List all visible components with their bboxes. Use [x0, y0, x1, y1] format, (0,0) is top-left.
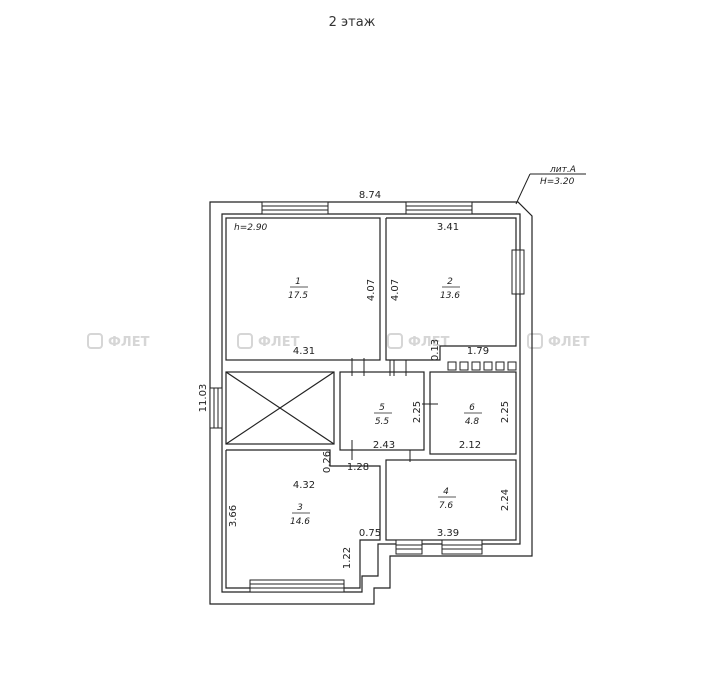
interior-walls: [225, 217, 517, 589]
window-room-2-top: [405, 201, 473, 215]
dimension-labels: 8.74 11.03 3.41 4.07 4.07 4.31 0.13 1.79…: [198, 190, 511, 569]
door-room-1: [351, 358, 365, 376]
outer-walls: [209, 201, 533, 605]
building-height: H=3.20: [540, 177, 575, 187]
dim-r2-step: 0.13: [430, 339, 441, 361]
door-room-2: [389, 360, 407, 376]
window-room-1: [261, 201, 329, 215]
dim-overall-height: 11.03: [198, 384, 209, 413]
building-label: лит.А H=3.20: [515, 165, 586, 205]
floor-title: 2 этаж: [329, 15, 376, 30]
dim-r3-step-h: 0.26: [322, 451, 333, 473]
dim-r3-step-w: 1.28: [347, 462, 369, 473]
dim-overall-width: 8.74: [359, 190, 381, 201]
svg-text:ФЛЕТ: ФЛЕТ: [408, 335, 450, 350]
window-room-2-side: [511, 249, 525, 295]
room-area: 17.5: [288, 291, 308, 301]
room-number: 3: [297, 503, 303, 513]
dim-r5-height: 2.25: [412, 401, 423, 423]
room-number: 6: [469, 403, 475, 413]
dim-r3-notch-h: 1.22: [342, 547, 353, 569]
dim-r3-width: 4.32: [293, 480, 315, 491]
dim-r2-bottom: 1.79: [467, 346, 489, 357]
dim-r2-width: 3.41: [437, 222, 459, 233]
dim-r3-notch-w: 0.75: [359, 528, 381, 539]
building-lit: лит.А: [549, 165, 576, 175]
svg-text:ФЛЕТ: ФЛЕТ: [258, 335, 300, 350]
vent-blocks: [447, 361, 517, 371]
room-number: 1: [295, 277, 301, 287]
window-stair: [209, 387, 223, 429]
window-room-4-right: [441, 539, 483, 555]
room-area: 4.8: [465, 417, 480, 427]
dim-r4-height: 2.24: [500, 489, 511, 511]
room-area: 5.5: [375, 417, 390, 427]
svg-text:ФЛЕТ: ФЛЕТ: [548, 335, 590, 350]
dim-r1-width: 4.31: [293, 346, 315, 357]
dim-r1-height: 4.07: [366, 279, 377, 301]
windows: [209, 201, 525, 593]
dim-r5-width: 2.43: [373, 440, 395, 451]
dim-r6-width: 2.12: [459, 440, 481, 451]
dim-r6-height: 2.25: [500, 401, 511, 423]
svg-text:ФЛЕТ: ФЛЕТ: [108, 335, 150, 350]
room-area: 14.6: [290, 517, 310, 527]
room-number: 2: [447, 277, 453, 287]
room-number: 4: [443, 487, 449, 497]
ceiling-height: h=2.90: [234, 223, 268, 233]
dim-r2-height: 4.07: [390, 279, 401, 301]
room-number: 5: [379, 403, 385, 413]
room-area: 13.6: [440, 291, 460, 301]
doors: [351, 358, 438, 462]
window-room-3: [249, 579, 345, 593]
room-area: 7.6: [439, 501, 454, 511]
dim-r3-height: 3.66: [228, 505, 239, 527]
room-labels: 1 17.5 2 13.6 3 14.6 4 7.6 5 5.5 6 4.8: [288, 277, 482, 527]
window-room-4-left: [395, 539, 423, 555]
watermark: ФЛЕТ ФЛЕТ ФЛЕТ ФЛЕТ: [87, 333, 590, 350]
dim-r4-width: 3.39: [437, 528, 459, 539]
